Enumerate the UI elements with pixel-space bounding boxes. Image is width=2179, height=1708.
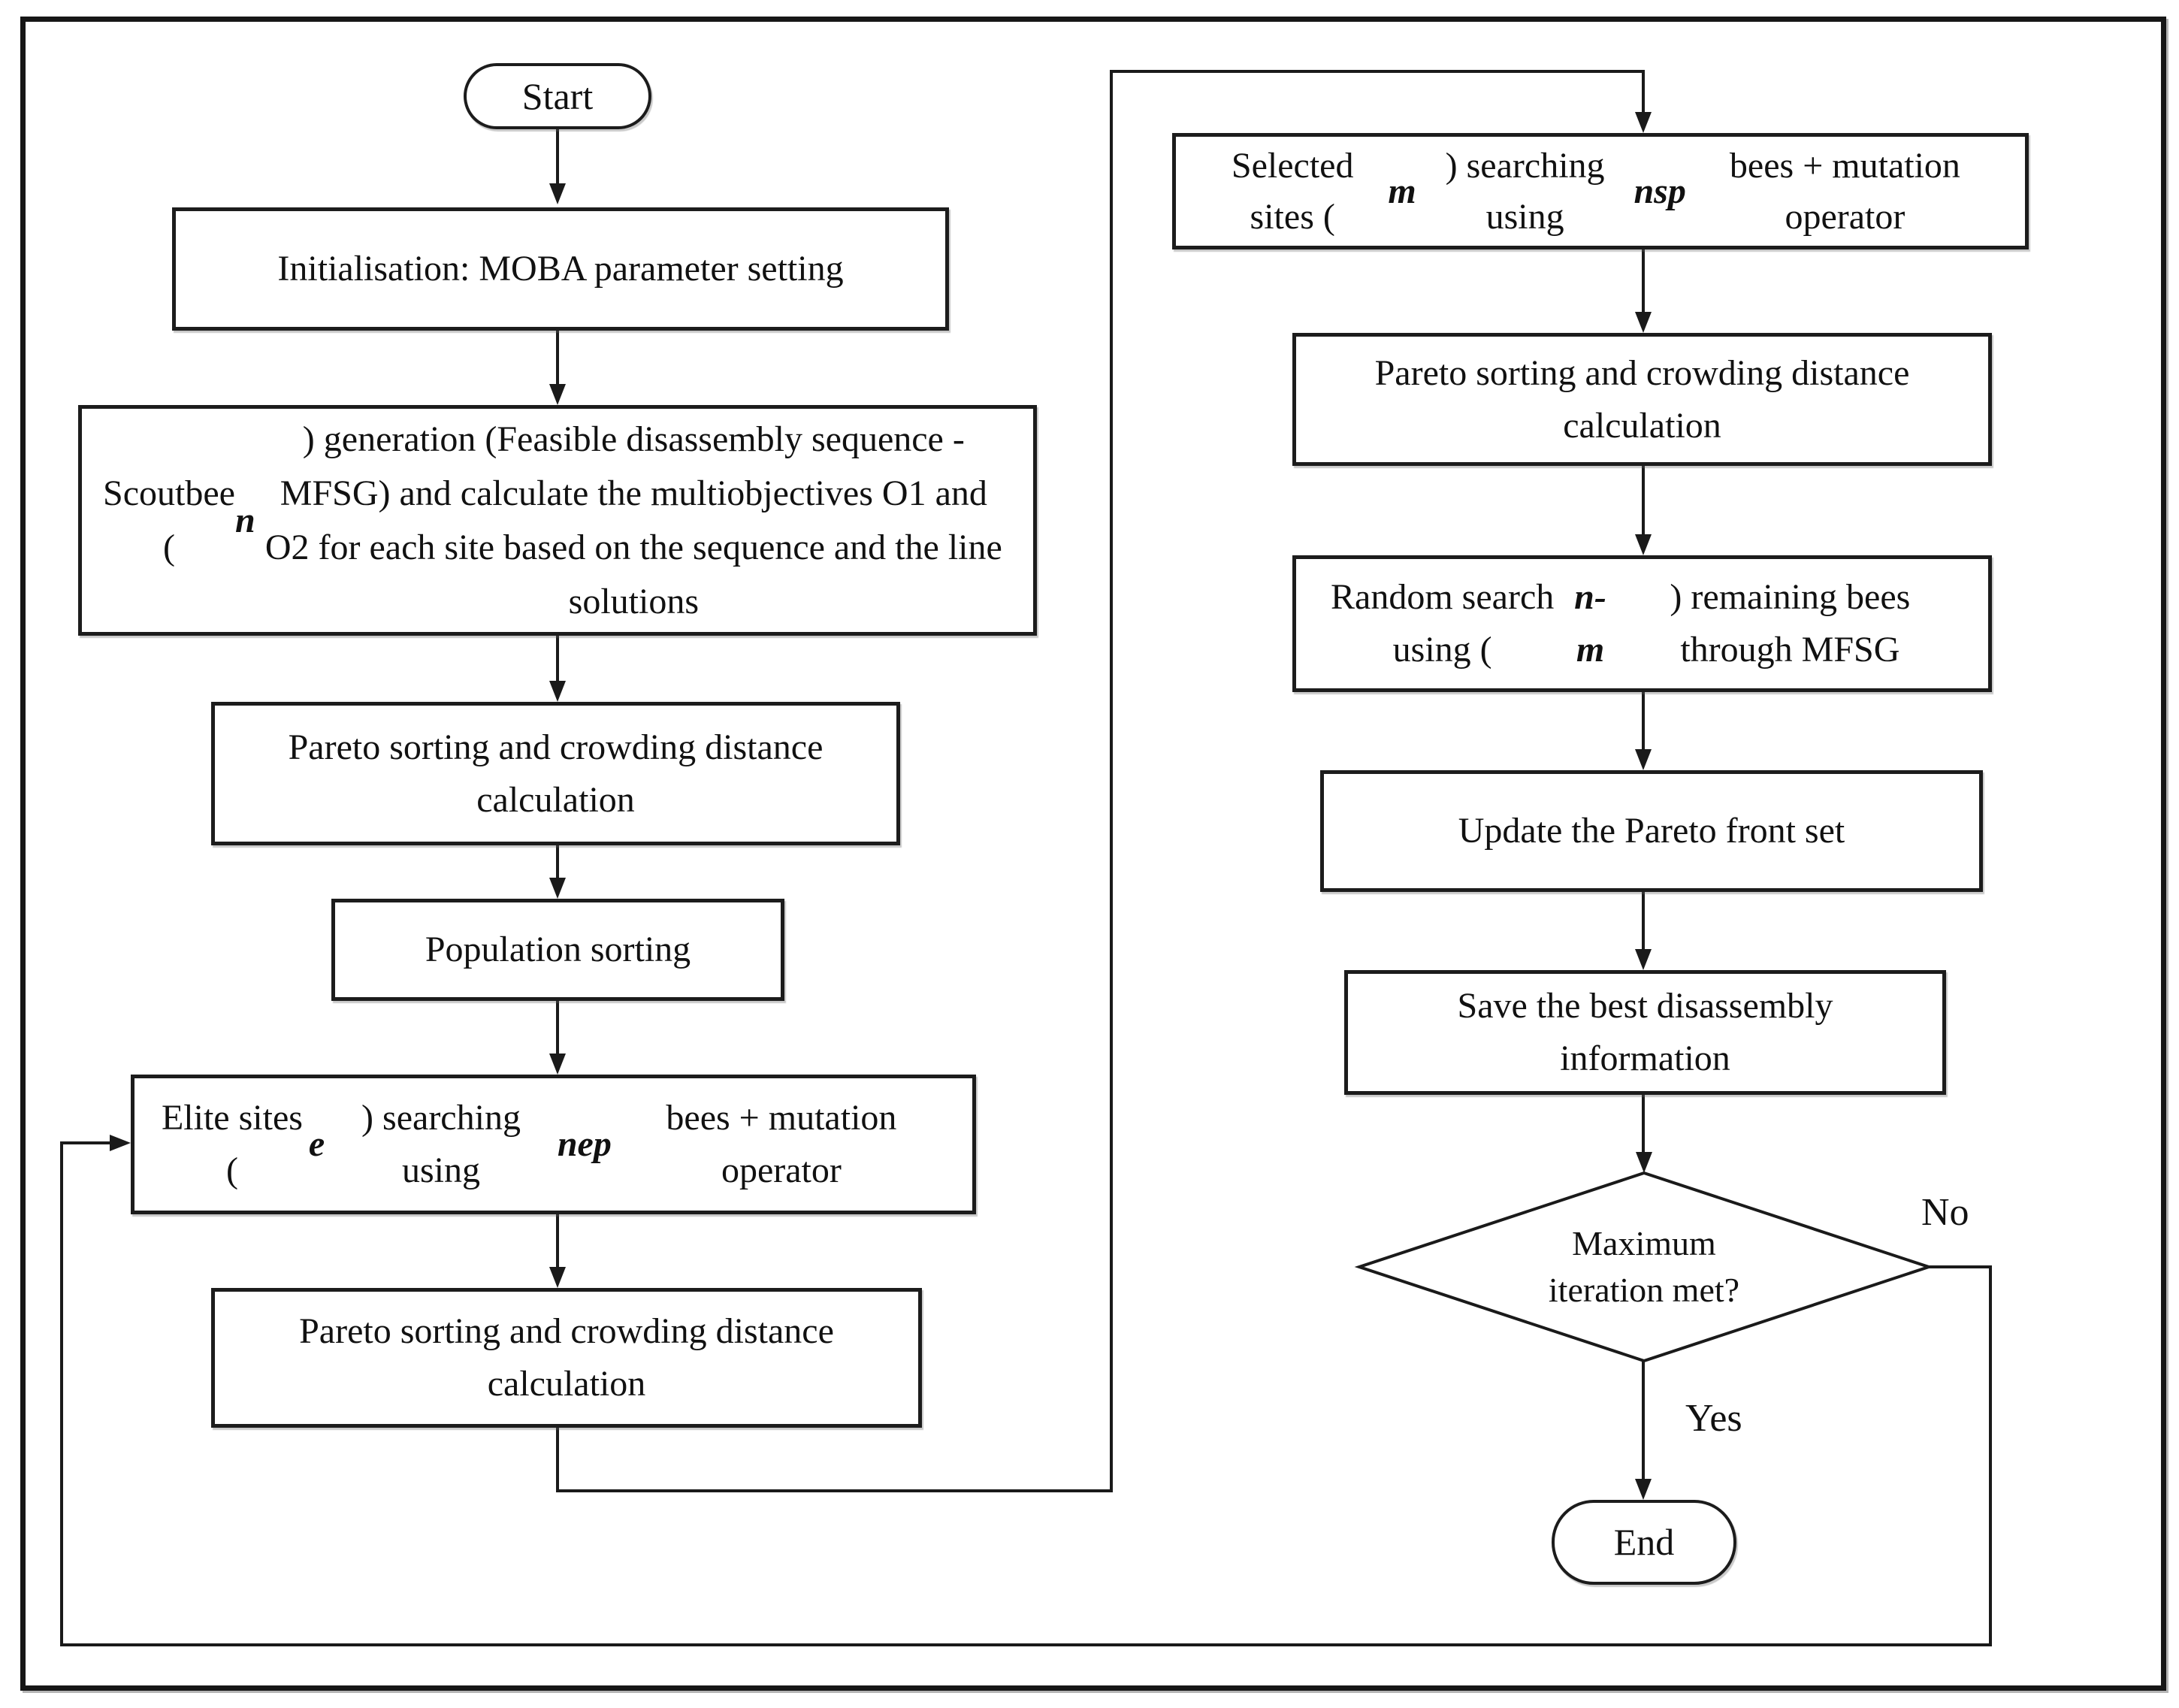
- arrowhead-decision-end: [1635, 1479, 1652, 1500]
- text-segment: Population sorting: [425, 930, 691, 970]
- arrowhead-pareto2-selected: [1635, 112, 1652, 133]
- arrowhead-save-decision: [1636, 1152, 1652, 1173]
- text-segment: Elite sites (: [161, 1098, 303, 1190]
- text-segment: Initialisation: MOBA parameter setting: [277, 249, 844, 289]
- text-segment: nep: [557, 1124, 612, 1165]
- text-segment: bees + mutation operator: [666, 1098, 897, 1190]
- node-update-pareto-front: Update the Pareto front set: [1320, 770, 1983, 892]
- arrowhead-pareto1-population: [549, 878, 566, 899]
- edge-pareto2-selected: [556, 70, 1645, 1492]
- text-segment: nsp: [1633, 171, 1686, 211]
- text-segment: Start: [521, 74, 594, 117]
- text-segment: n: [234, 500, 255, 540]
- arrowhead-population-elite: [549, 1054, 566, 1075]
- node-random-search: Random search using ( n-m ) remaining bees…: [1292, 555, 1992, 692]
- arrowhead-start-init: [549, 183, 566, 204]
- arrowhead-scoutbee-pareto1: [549, 681, 566, 702]
- arrowhead-elite-pareto2: [549, 1267, 566, 1288]
- text-segment: m: [1388, 171, 1416, 211]
- text-segment: Save the best disassembly information: [1457, 986, 1833, 1078]
- decision-diamond-shape: [1354, 1171, 1934, 1363]
- arrowhead-selected-pareto3: [1635, 312, 1652, 333]
- text-segment: Selected sites (: [1231, 146, 1354, 237]
- arrowhead-pareto3-random: [1635, 534, 1652, 555]
- text-segment: Update the Pareto front set: [1458, 811, 1845, 851]
- arrowhead-update-save: [1635, 949, 1652, 970]
- text-segment: Scoutbee (: [103, 473, 235, 567]
- text-segment: Random search using (: [1331, 577, 1555, 670]
- node-pareto-sorting-2: Pareto sorting and crowding distance cal…: [211, 1288, 922, 1428]
- text-segment: ) searching using: [1445, 146, 1605, 237]
- text-segment: ) generation (Feasible disassembly seque…: [264, 419, 1002, 621]
- node-scoutbee-generation: Scoutbee (n) generation (Feasible disass…: [78, 405, 1037, 636]
- edge-decision-elite-no: [60, 1141, 1992, 1646]
- text-segment: Pareto sorting and crowding distance cal…: [299, 1311, 834, 1404]
- node-end: End: [1552, 1500, 1736, 1585]
- text-segment: n-m: [1574, 577, 1606, 670]
- node-pareto-sorting-3: Pareto sorting and crowding distance cal…: [1292, 333, 1992, 466]
- label-no-branch: No: [1921, 1191, 1969, 1234]
- node-population-sorting: Population sorting: [331, 899, 784, 1001]
- figure-border: [20, 17, 2166, 1691]
- text-segment: Pareto sorting and crowding distance cal…: [1374, 352, 1910, 446]
- node-initialisation: Initialisation: MOBA parameter setting: [172, 207, 949, 331]
- text-segment: ) searching using: [361, 1098, 521, 1190]
- node-start: Start: [464, 63, 651, 129]
- node-decision-max-iteration: Maximum iteration met?: [1520, 1184, 1768, 1350]
- text-segment: End: [1613, 1521, 1675, 1564]
- arrowhead-no-loop-elite: [110, 1135, 131, 1151]
- node-pareto-sorting-1: Pareto sorting and crowding distance cal…: [211, 702, 900, 845]
- text-segment: e: [308, 1124, 325, 1165]
- text-segment: Maximum iteration met?: [1548, 1223, 1740, 1309]
- text-segment: Pareto sorting and crowding distance cal…: [288, 727, 824, 820]
- label-yes-branch: Yes: [1685, 1397, 1742, 1440]
- text-segment: bees + mutation operator: [1729, 146, 1960, 237]
- arrowhead-random-update: [1635, 749, 1652, 770]
- node-selected-sites-search: Selected sites ( m ) searching using nsp b…: [1172, 133, 2029, 249]
- arrowhead-init-scoutbee: [549, 384, 566, 405]
- text-segment: ) remaining bees through MFSG: [1670, 577, 1911, 670]
- node-elite-sites-search: Elite sites (e ) searching using nep bees…: [131, 1075, 976, 1214]
- node-save-best-disassembly: Save the best disassembly information: [1344, 970, 1946, 1095]
